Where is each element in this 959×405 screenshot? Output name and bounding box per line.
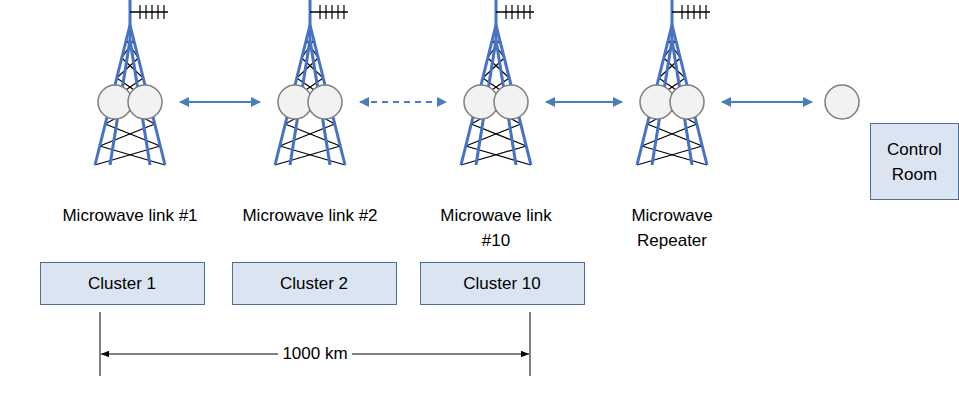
microwave-tower: Microwave link #10 (446, 0, 546, 200)
tower-illustration (260, 0, 360, 200)
room-box: Control Room (870, 123, 959, 200)
dish-antenna (670, 85, 704, 119)
tower-label: Microwave Repeater (602, 203, 742, 253)
antenna-element (681, 5, 682, 19)
antenna-element (511, 5, 512, 19)
antenna-element (343, 5, 344, 19)
antenna-element (157, 5, 158, 19)
dish-antenna (278, 85, 312, 119)
dish-antenna (825, 85, 859, 119)
tower-illustration (80, 0, 180, 200)
microwave-tower: Microwave Repeater (622, 0, 722, 200)
dish-illustration (812, 84, 872, 124)
microwave-tower: Microwave link #2 (260, 0, 360, 200)
tower-leg (309, 0, 312, 40)
tower-label: Microwave link #10 (426, 203, 566, 253)
antenna (310, 11, 348, 13)
antenna-element (325, 5, 326, 19)
cluster-box: Cluster 2 (232, 262, 397, 305)
dish-antenna (640, 85, 674, 119)
dimension-label: 1000 km (278, 343, 351, 365)
antenna-element (529, 5, 530, 19)
tower-leg (495, 0, 498, 40)
tower-illustration (446, 0, 546, 200)
link-arrow (360, 101, 446, 103)
dish-antenna (494, 85, 528, 119)
cluster-box: Cluster 10 (420, 262, 585, 305)
antenna-element (337, 5, 338, 19)
tower-leg (129, 0, 132, 40)
cluster-label: Cluster 2 (280, 271, 348, 296)
dish-antenna (128, 85, 162, 119)
antenna (496, 11, 534, 13)
antenna (130, 11, 168, 13)
antenna-element (523, 5, 524, 19)
antenna-element (517, 5, 518, 19)
cluster-label: Cluster 1 (88, 271, 156, 296)
antenna-element (139, 5, 140, 19)
link-arrow (546, 101, 622, 103)
tower-illustration (622, 0, 722, 200)
link-arrow (180, 101, 260, 103)
dish-antenna (308, 85, 342, 119)
tower-label: Microwave link #2 (240, 203, 380, 228)
extension-line (530, 312, 531, 376)
dish-antenna (464, 85, 498, 119)
dish-antenna (98, 85, 132, 119)
antenna-element (699, 5, 700, 19)
cluster-label: Cluster 10 (463, 271, 540, 296)
antenna-element (151, 5, 152, 19)
antenna-element (505, 5, 506, 19)
control-room: Control Room (812, 84, 959, 200)
extension-line (100, 312, 101, 376)
antenna-element (319, 5, 320, 19)
link-arrow (722, 101, 812, 103)
antenna-element (687, 5, 688, 19)
room-label: Control Room (877, 137, 952, 187)
antenna-element (163, 5, 164, 19)
antenna-element (145, 5, 146, 19)
antenna-element (693, 5, 694, 19)
microwave-tower: Microwave link #1 (80, 0, 180, 200)
cluster-box: Cluster 1 (40, 262, 205, 305)
antenna (672, 11, 710, 13)
tower-label: Microwave link #1 (60, 203, 200, 228)
antenna-element (331, 5, 332, 19)
antenna-element (705, 5, 706, 19)
tower-leg (671, 0, 674, 40)
